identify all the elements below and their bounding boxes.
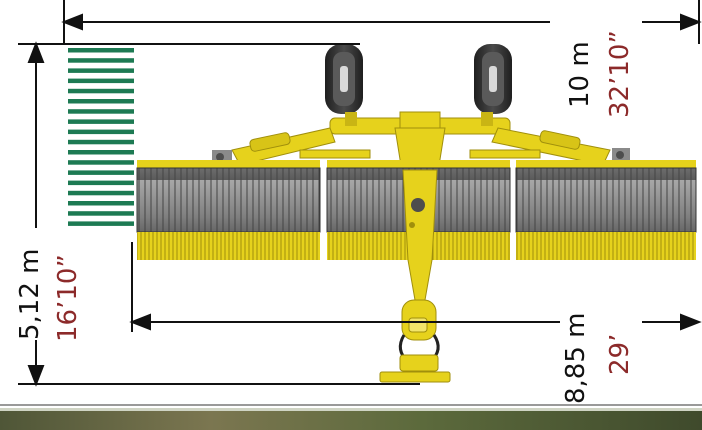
windrow-stripe bbox=[68, 119, 134, 124]
arrowhead-icon bbox=[680, 313, 702, 331]
windrow-width-metric: 8,85 m bbox=[561, 313, 591, 404]
windrow-stripe bbox=[68, 88, 134, 94]
working-width-imperial: 32’10” bbox=[605, 30, 635, 118]
arrowhead-icon bbox=[129, 313, 151, 331]
arrowhead-icon bbox=[27, 41, 45, 63]
windrow-stripe bbox=[68, 170, 134, 175]
drawbar bbox=[379, 169, 451, 383]
windrow-stripe bbox=[68, 160, 134, 165]
rotor-arm-right bbox=[469, 127, 630, 166]
windrow-stripe bbox=[68, 201, 134, 206]
windrow-stripe bbox=[68, 109, 134, 114]
overall-height-imperial: 16’10” bbox=[53, 254, 83, 342]
windrow-stripe bbox=[68, 211, 134, 216]
working-width-metric: 10 m bbox=[565, 41, 595, 108]
windrow-stripe bbox=[68, 221, 134, 226]
wheel-right bbox=[474, 44, 512, 114]
arrowhead-icon bbox=[27, 365, 45, 387]
windrow-stripe bbox=[68, 68, 134, 73]
rotor-right bbox=[515, 160, 697, 260]
windrow-stripe bbox=[68, 58, 134, 63]
windrow-stripe bbox=[68, 190, 134, 196]
windrow-stripe bbox=[68, 78, 134, 84]
windrow-stripe bbox=[68, 180, 134, 186]
arrowhead-icon bbox=[61, 13, 83, 31]
rotor-left bbox=[136, 160, 321, 260]
windrow-stripe bbox=[68, 139, 134, 145]
overall-height-metric: 5,12 m bbox=[15, 249, 45, 340]
windrow-stripe bbox=[68, 99, 134, 104]
dimension-lines bbox=[18, 0, 702, 387]
ground-photo-band bbox=[0, 404, 702, 430]
arrowhead-icon bbox=[680, 13, 702, 31]
windrow-stripe bbox=[68, 150, 134, 155]
windrow-width-imperial: 29’ bbox=[605, 334, 635, 375]
windrow-icon bbox=[68, 48, 134, 226]
windrow-stripe bbox=[68, 129, 134, 135]
wheel-left bbox=[325, 44, 363, 114]
windrow-stripe bbox=[68, 48, 134, 53]
